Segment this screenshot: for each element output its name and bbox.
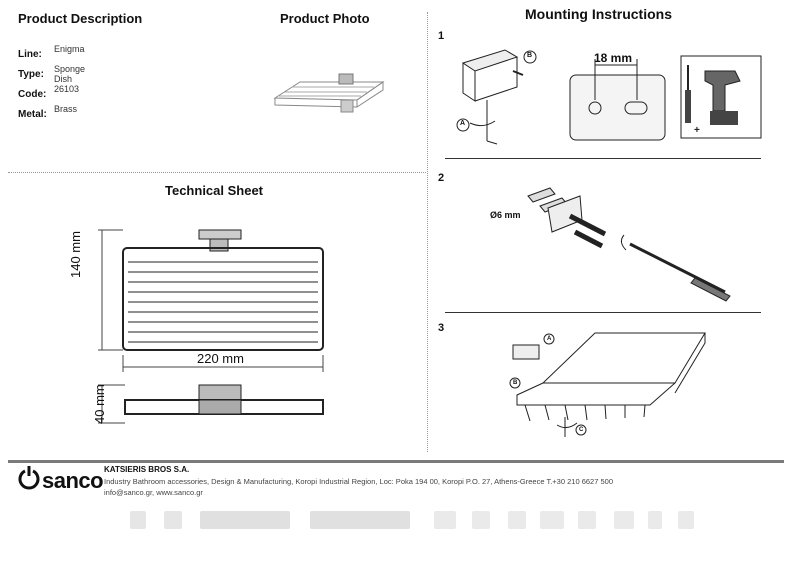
step-3-label-c: C [579, 427, 584, 433]
technical-drawing [98, 229, 324, 424]
step-1-plate-illustration [569, 59, 666, 141]
spec-row-type: Type: Sponge Dish [18, 64, 86, 84]
badge-icon [648, 511, 662, 529]
svg-text:+: + [694, 125, 700, 136]
product-description-title: Product Description [18, 11, 143, 26]
sanco-logo-icon [18, 466, 40, 490]
badge-icon [164, 511, 182, 529]
step-3-label-a: A [547, 336, 552, 342]
step-3-assembly-illustration [509, 332, 706, 437]
step-2-separator [445, 312, 761, 313]
spec-row-code: Code: 26103 [18, 84, 80, 100]
badge-icon [678, 511, 694, 529]
step-1-spacing: 18 mm [594, 51, 633, 65]
brand-name: sanco [42, 468, 104, 493]
step-2-number: 2 [438, 172, 445, 184]
badge-icon [130, 511, 146, 529]
badge-icon [614, 511, 634, 529]
badge-icon [434, 511, 456, 529]
step-1-label-b: B [527, 52, 533, 59]
company-contact: info@sanco.gr, www.sanco.gr [104, 488, 203, 497]
step-2-screw-illustration [527, 187, 731, 302]
step-1-label-a: A [460, 120, 466, 127]
step-1-bracket-illustration [456, 49, 537, 145]
company-address: Industry Bathroom accessories, Design & … [104, 477, 613, 486]
dimension-depth: 40 mm [92, 384, 107, 424]
step-2-drill-size: Ø6 mm [490, 210, 521, 220]
badge-icon [540, 511, 564, 529]
vertical-divider [427, 12, 428, 452]
product-photo-title: Product Photo [280, 11, 370, 26]
step-3-label-b: B [513, 380, 518, 386]
product-photo-image [273, 73, 385, 113]
company-name: KATSIERIS BROS S.A. [104, 465, 190, 474]
badge-icon [578, 511, 596, 529]
footer-divider [8, 460, 784, 463]
step-1-tools-illustration: + [680, 55, 762, 139]
quality-cert-badge-icon [200, 511, 290, 529]
horizontal-divider [8, 172, 426, 173]
dimension-height: 140 mm [68, 231, 83, 278]
mounting-instructions-title: Mounting Instructions [525, 6, 672, 22]
environmental-cert-badge-icon [310, 511, 410, 529]
badge-icon [508, 511, 526, 529]
technical-sheet-title: Technical Sheet [165, 183, 264, 198]
spec-row-line: Line: Enigma [18, 44, 85, 60]
spec-row-metal: Metal: Brass [18, 104, 78, 120]
badge-icon [472, 511, 490, 529]
dimension-width: 220 mm [197, 351, 244, 366]
step-1-number: 1 [438, 30, 445, 42]
step-1-separator [445, 158, 761, 159]
step-3-number: 3 [438, 322, 445, 334]
spec-list: Line: Enigma Type: Sponge Dish Code: 261… [18, 44, 86, 124]
